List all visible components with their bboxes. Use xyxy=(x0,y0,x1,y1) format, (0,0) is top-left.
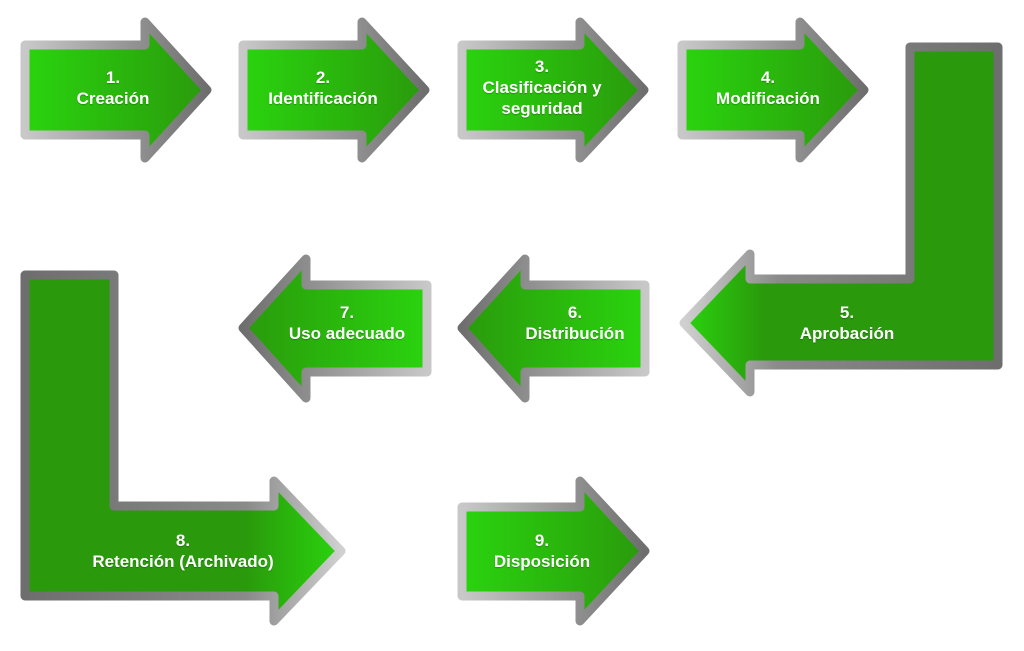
step-5-text: Aprobación xyxy=(799,324,895,343)
arrow-step-9 xyxy=(457,476,650,626)
step-5-number: 5. xyxy=(839,303,855,322)
step-6-number: 6. xyxy=(567,303,583,322)
arrow-step-3 xyxy=(457,17,649,163)
step-8-text: Retención (Archivado) xyxy=(92,552,274,571)
step-9-text: Disposición xyxy=(493,552,591,571)
step-4-label: 4. Modificación xyxy=(693,67,843,109)
step-1-label: 1. Creación xyxy=(38,67,188,109)
step-3-text-line-2: seguridad xyxy=(501,99,583,118)
arrow-step-4 xyxy=(677,17,869,163)
arrow-step-6 xyxy=(457,254,650,403)
step-8-label: 8. Retención (Archivado) xyxy=(73,530,293,572)
arrow-step-8 xyxy=(20,270,346,626)
step-9-number: 9. xyxy=(534,531,550,550)
step-6-label: 6. Distribución xyxy=(500,302,650,344)
step-3-text-line-1: Clasificación y xyxy=(482,78,602,97)
arrow-step-7 xyxy=(238,254,432,403)
arrow-step-5 xyxy=(679,42,1003,397)
step-4-text: Modificación xyxy=(716,89,820,108)
step-9-label: 9. Disposición xyxy=(467,530,617,572)
step-7-text: Uso adecuado xyxy=(288,324,406,343)
step-5-label: 5. Aprobación xyxy=(772,302,922,344)
step-2-text: Identificación xyxy=(268,89,378,108)
step-7-number: 7. xyxy=(339,303,355,322)
step-3-label: 3. Clasificación y seguridad xyxy=(467,56,617,119)
arrow-step-2 xyxy=(238,17,430,163)
step-4-number: 4. xyxy=(760,68,776,87)
arrow-step-1 xyxy=(20,17,212,163)
step-1-number: 1. xyxy=(105,68,121,87)
step-2-label: 2. Identificación xyxy=(248,67,398,109)
step-7-label: 7. Uso adecuado xyxy=(272,302,422,344)
step-8-number: 8. xyxy=(175,531,191,550)
step-6-text: Distribución xyxy=(525,324,625,343)
step-3-number: 3. xyxy=(534,57,550,76)
step-1-text: Creación xyxy=(76,89,150,108)
step-2-number: 2. xyxy=(315,68,331,87)
